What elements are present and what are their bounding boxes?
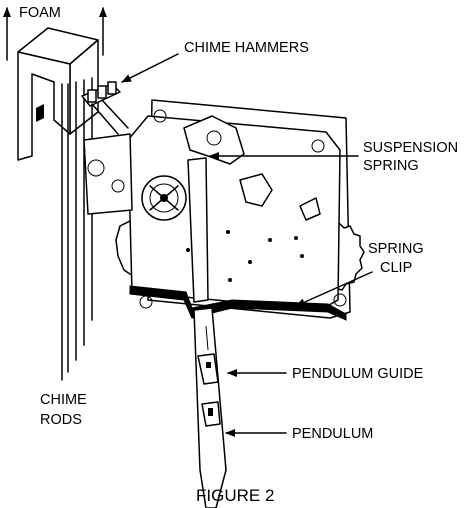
- pendulum: [193, 307, 227, 508]
- spring-clip: [129, 285, 347, 321]
- chime-rods-label-line1: CHIME: [40, 392, 87, 408]
- suspension-spring-label-line2: SPRING: [363, 158, 419, 174]
- spring-clip-arrow: [295, 271, 373, 307]
- chime-hammers-arrow: [121, 53, 179, 83]
- foam-label: FOAM: [19, 5, 61, 21]
- clock-movement: [83, 99, 365, 319]
- spring-clip-label-line1: SPRING: [368, 241, 424, 257]
- chime-rods: [61, 77, 93, 381]
- foam-bracket: [17, 27, 99, 161]
- chime-hammers-label: CHIME HAMMERS: [184, 40, 309, 56]
- foam-up-arrows: [2, 7, 107, 61]
- suspension-spring-label-line1: SUSPENSION: [363, 140, 458, 156]
- pendulum-label: PENDULUM: [292, 426, 373, 442]
- spring-clip-label-line2: CLIP: [380, 260, 412, 276]
- pendulum-guide-label: PENDULUM GUIDE: [292, 366, 424, 382]
- chime-rods-label-line2: RODS: [40, 412, 82, 428]
- chime-hammers: [81, 81, 129, 135]
- figure-caption: FIGURE 2: [196, 486, 274, 505]
